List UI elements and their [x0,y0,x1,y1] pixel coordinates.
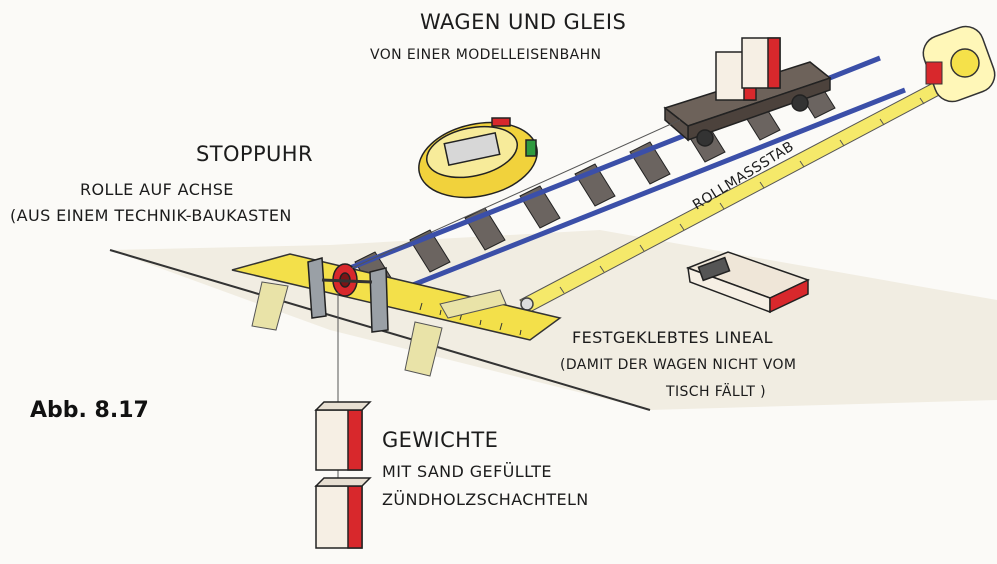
tape-ticks [559,97,925,294]
matchbox-table [685,251,810,314]
tape-end-ring [520,297,534,311]
label-wagen-title: WAGEN UND GLEIS [420,10,627,34]
label-lineal-sub2: TISCH FÄLLT ) [666,384,767,400]
label-lineal-sub1: (DAMIT DER WAGEN NICHT VOM [560,357,797,373]
ruler-ticks [419,302,522,336]
tape-case-dial [950,48,980,78]
label-rolle-sub: (AUS EINEM TECHNIK-BAUKASTEN [10,206,292,225]
label-gewichte-sub2: ZÜNDHOLZSCHACHTELN [382,490,589,509]
weight-upper [314,401,372,471]
figure-caption: Abb. 8.17 [30,398,149,423]
tape-strip-left [251,281,289,331]
weight-lower [314,477,372,549]
string-to-wagon [351,119,681,269]
wagon [663,37,832,147]
stopwatch [418,117,538,199]
rail-right [374,87,906,303]
label-gewichte-sub1: MIT SAND GEFÜLLTE [382,462,552,481]
label-gewichte-title: GEWICHTE [382,428,499,452]
tape-strip-right [404,321,443,377]
label-wagen-sub: VON EINER MODELLEISENBAHN [370,47,602,63]
pulley [307,257,389,333]
label-rolle-title: ROLLE AUF ACHSE [80,180,234,199]
tape-strip-top [439,289,507,319]
label-stoppuhr: STOPPUHR [196,142,313,166]
tape-case-red [925,61,943,85]
label-lineal-title: FESTGEKLEBTES LINEAL [572,328,773,347]
